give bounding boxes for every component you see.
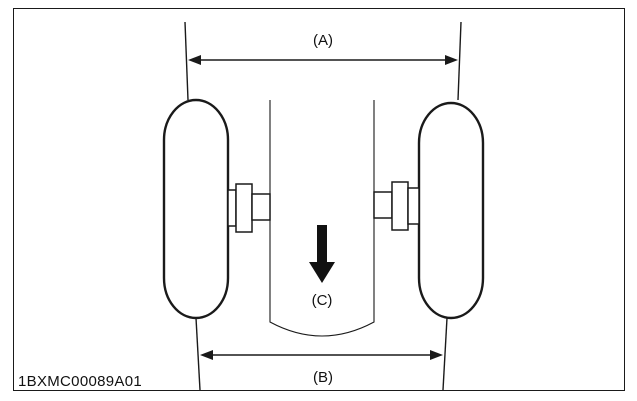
left-hub [235, 183, 253, 233]
right-hub-flange [407, 187, 420, 225]
forward-arrow-shaft [317, 225, 327, 263]
dimension-label-b: (B) [313, 369, 333, 386]
dimension-a-left-arrowhead [188, 55, 201, 65]
frame-body-outline [269, 100, 375, 337]
extension-line-left-top [184, 21, 189, 101]
forward-arrow-head [309, 262, 335, 283]
left-hub-flange [227, 189, 237, 227]
right-axle [373, 191, 393, 219]
left-axle [251, 193, 271, 221]
extension-line-right-top [457, 21, 462, 101]
right-hub [391, 181, 409, 231]
figure-code: 1BXMC00089A01 [18, 373, 142, 390]
direction-label-c: (C) [312, 292, 333, 309]
dimension-b-right-arrowhead [430, 350, 443, 360]
dimension-a-right-arrowhead [445, 55, 458, 65]
dimension-b-left-arrowhead [200, 350, 213, 360]
right-wheel [417, 101, 485, 320]
figure-frame [13, 8, 625, 391]
dimension-label-a: (A) [313, 32, 333, 49]
extension-line-left-bottom [195, 317, 201, 391]
left-wheel [162, 98, 230, 320]
extension-line-right-bottom [442, 317, 448, 391]
